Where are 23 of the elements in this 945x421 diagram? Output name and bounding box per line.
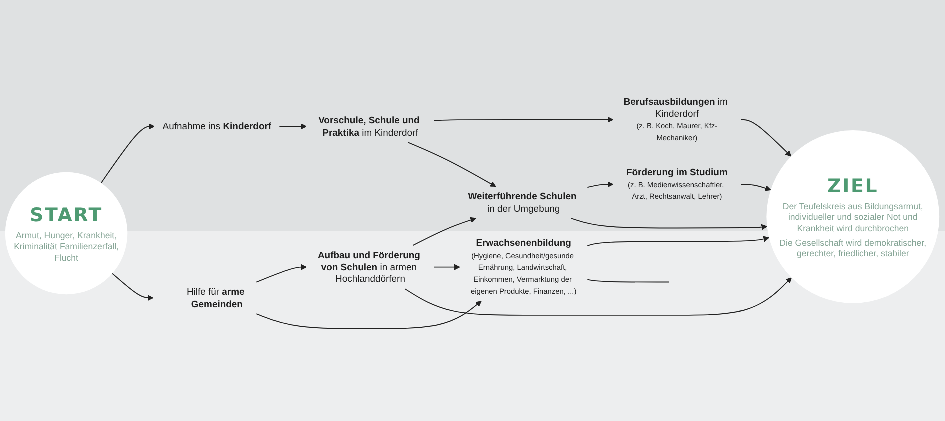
node-circle: ZIEL Der Teufelskreis aus Bildungsarmut, individueller und sozialer Not und Krankheit wird durchbrochen Die Gesellschaft wird demokratischer, gerechter, friedlicher, stabiler — [766, 130, 940, 304]
arrow — [587, 236, 770, 246]
connector — [587, 279, 670, 283]
arrow — [740, 119, 792, 157]
node-text: Vorschule, Schule und Praktika im Kinderdorf — [318, 114, 420, 138]
arrow — [570, 218, 768, 230]
arrow — [740, 184, 772, 192]
node-text: Aufbau und Förderung von Schulen in armen Hochlanddörfern — [318, 250, 420, 284]
arrow — [256, 264, 307, 283]
arrow — [587, 182, 614, 188]
arrow — [434, 264, 460, 270]
arrow — [279, 124, 307, 130]
node-circle: START Armut, Hunger, Krankheit, Kriminalität Familienzerfall, Flucht — [5, 172, 128, 295]
arrow — [434, 116, 614, 123]
arrow — [408, 142, 496, 188]
node-text: Hilfe für arme Gemeinden — [186, 286, 245, 309]
node-text: Aufnahme ins Kinderdorf — [162, 120, 272, 132]
arrow — [112, 273, 154, 302]
arrow — [100, 124, 155, 184]
arrow — [412, 217, 477, 246]
arrow — [404, 278, 792, 316]
arrow — [256, 301, 482, 330]
node-text: Weiterführende Schulen in der Umgebung — [468, 190, 577, 214]
